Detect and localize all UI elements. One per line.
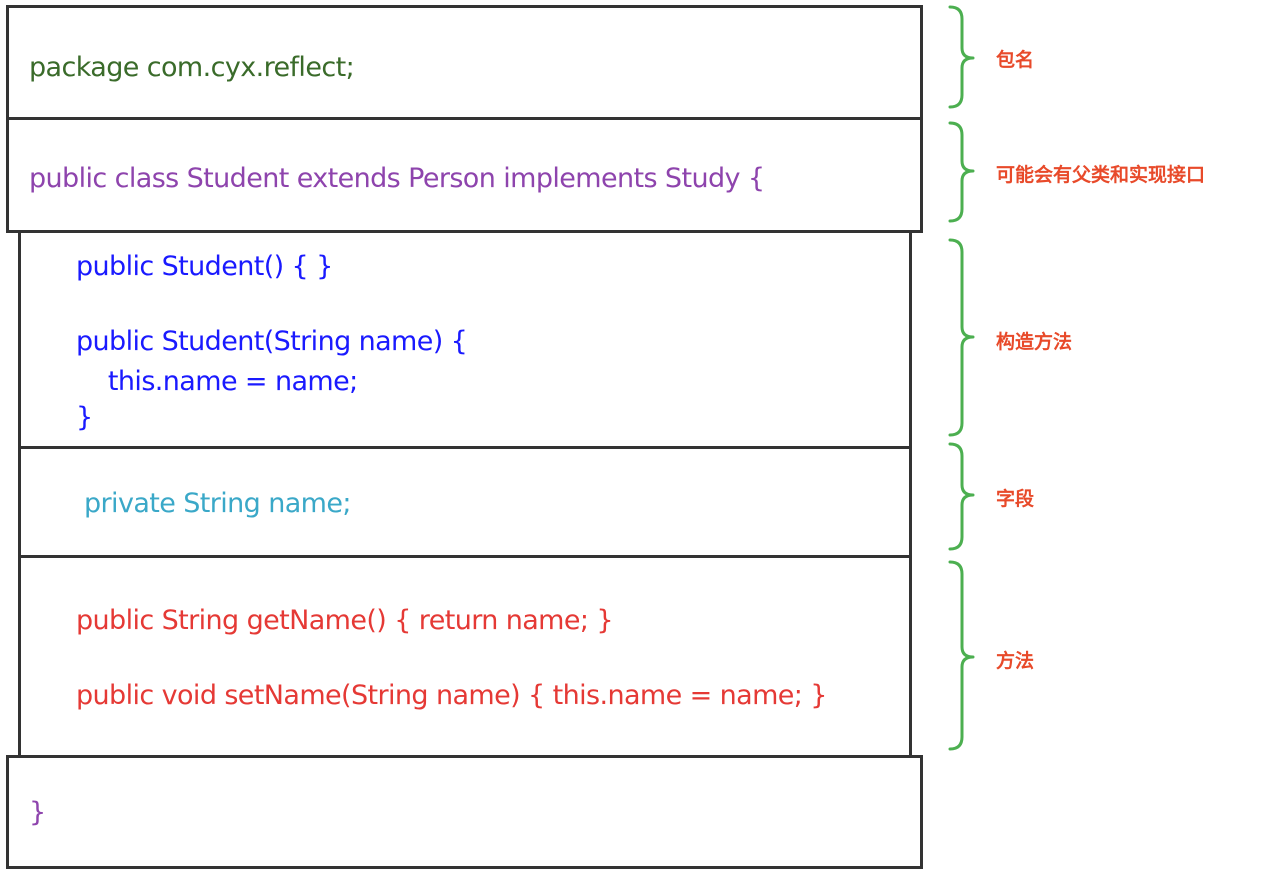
methods-label: 方法	[996, 650, 1035, 672]
constructors-label: 构造方法	[996, 331, 1073, 353]
package-label: 包名	[996, 49, 1035, 71]
constructor-line-5: }	[76, 402, 93, 433]
methods-box: public String getName() { return name; }…	[18, 555, 912, 758]
fields-brace	[948, 442, 975, 551]
field-line: private String name;	[84, 488, 351, 519]
package-line: package com.cyx.reflect;	[29, 52, 355, 83]
method-line-1: public String getName() { return name; }	[76, 605, 614, 636]
methods-brace	[948, 560, 975, 751]
closing-box: }	[6, 755, 923, 869]
class-declaration-box: public class Student extends Person impl…	[6, 117, 923, 233]
fields-box: private String name;	[18, 446, 912, 558]
class-declaration-label: 可能会有父类和实现接口	[996, 164, 1206, 186]
constructor-line-1: public Student() { }	[76, 251, 333, 282]
package-box: package com.cyx.reflect;	[6, 5, 923, 120]
package-brace	[948, 5, 975, 109]
method-line-3: public void setName(String name) { this.…	[76, 680, 827, 711]
constructors-brace	[948, 238, 975, 437]
constructor-line-3: public Student(String name) {	[76, 326, 468, 357]
fields-label: 字段	[996, 488, 1035, 510]
constructors-box: public Student() { } public Student(Stri…	[18, 230, 912, 449]
constructor-line-4: this.name = name;	[76, 366, 358, 397]
class-declaration-line: public class Student extends Person impl…	[29, 163, 765, 194]
class-declaration-brace	[948, 121, 975, 223]
closing-brace-line: }	[29, 797, 46, 828]
